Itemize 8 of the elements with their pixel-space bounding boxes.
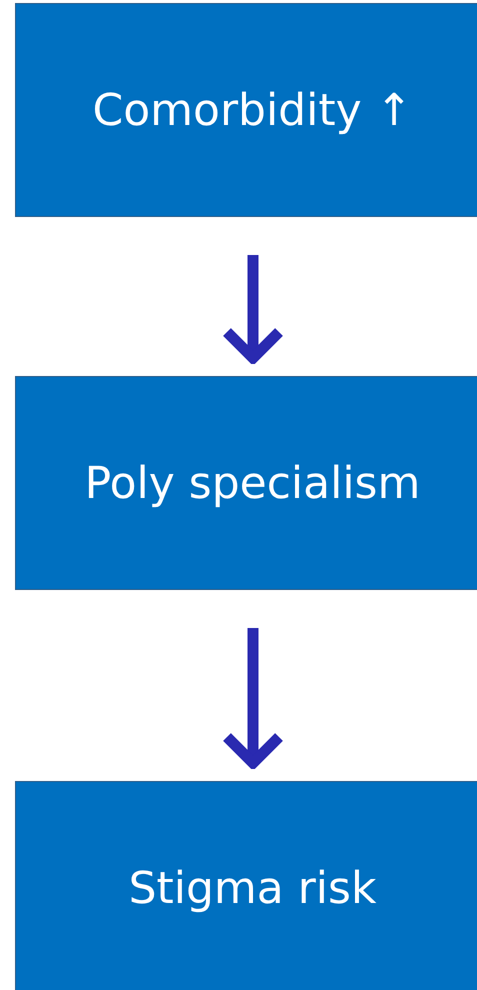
process-box	[15, 781, 477, 990]
arrow	[222, 628, 284, 768]
arrow	[222, 255, 284, 364]
box-label: Poly specialism	[84, 458, 420, 508]
box-label: Stigma risk	[128, 862, 376, 914]
process-box	[15, 3, 477, 217]
box-label: Comorbidity ↑	[92, 84, 412, 136]
process-box	[15, 376, 477, 590]
